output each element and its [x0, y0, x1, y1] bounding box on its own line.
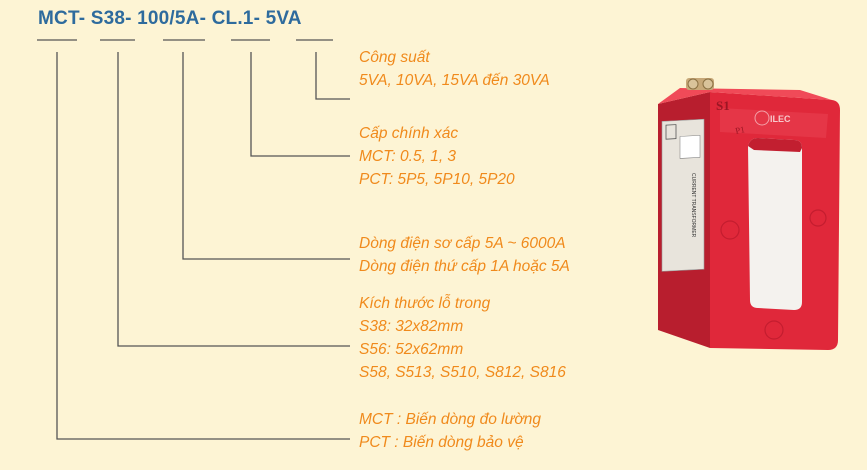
type-mct: MCT : Biến dòng đo lường — [359, 411, 542, 428]
type-pct: PCT : Biến dòng bảo vệ — [359, 434, 524, 451]
current-secondary: Dòng điện thứ cấp 1A hoặc 5A — [359, 258, 570, 275]
connector-accuracy — [250, 52, 350, 157]
terminal-p1-mark: P1 — [734, 124, 745, 136]
model-code-title: MCT- S38- 100/5A- CL.1- 5VA — [38, 8, 302, 29]
current-primary: Dòng điện sơ cấp 5A ~ 6000A — [359, 235, 566, 252]
connector-power — [315, 52, 350, 100]
annotation-power: Công suất 5VA, 10VA, 15VA đến 30VA — [359, 46, 550, 92]
annotation-type: MCT : Biến dòng đo lường PCT : Biến dòng… — [359, 408, 541, 454]
accuracy-heading: Cấp chính xác — [359, 125, 459, 142]
size-others: S58, S513, S510, S812, S816 — [359, 364, 566, 381]
power-values: 5VA, 10VA, 15VA đến 30VA — [359, 72, 550, 89]
terminal-s1-mark: S1 — [716, 98, 730, 113]
label-plate-title: CURRENT TRANSFORMER — [690, 173, 696, 238]
brand-emboss-right — [809, 209, 827, 227]
power-heading: Công suất — [359, 49, 430, 66]
annotation-current: Dòng điện sơ cấp 5A ~ 6000A Dòng điện th… — [359, 232, 570, 278]
size-heading: Kích thước lỗ trong — [359, 295, 491, 312]
annotation-size: Kích thước lỗ trong S38: 32x82mm S56: 52… — [359, 292, 566, 384]
size-s56: S56: 52x62mm — [359, 341, 464, 358]
size-s38: S38: 32x82mm — [359, 318, 464, 335]
accuracy-mct: MCT: 0.5, 1, 3 — [359, 148, 457, 165]
connector-current — [182, 52, 350, 260]
terminal-screw-1 — [687, 78, 699, 90]
connector-type — [56, 52, 350, 440]
current-transformer-image: CURRENT TRANSFORMER S1 P1 ILEC — [658, 78, 840, 350]
annotation-accuracy: Cấp chính xác MCT: 0.5, 1, 3 PCT: 5P5, 5… — [359, 122, 515, 191]
accuracy-pct: PCT: 5P5, 5P10, 5P20 — [359, 171, 515, 188]
brand-mark: ILEC — [770, 114, 791, 124]
terminal-screw-2 — [702, 78, 714, 90]
brand-emboss-bottom — [764, 320, 784, 340]
brand-emboss-mid — [720, 220, 740, 240]
connector-size — [117, 52, 350, 347]
brand-emboss-left — [754, 110, 770, 126]
